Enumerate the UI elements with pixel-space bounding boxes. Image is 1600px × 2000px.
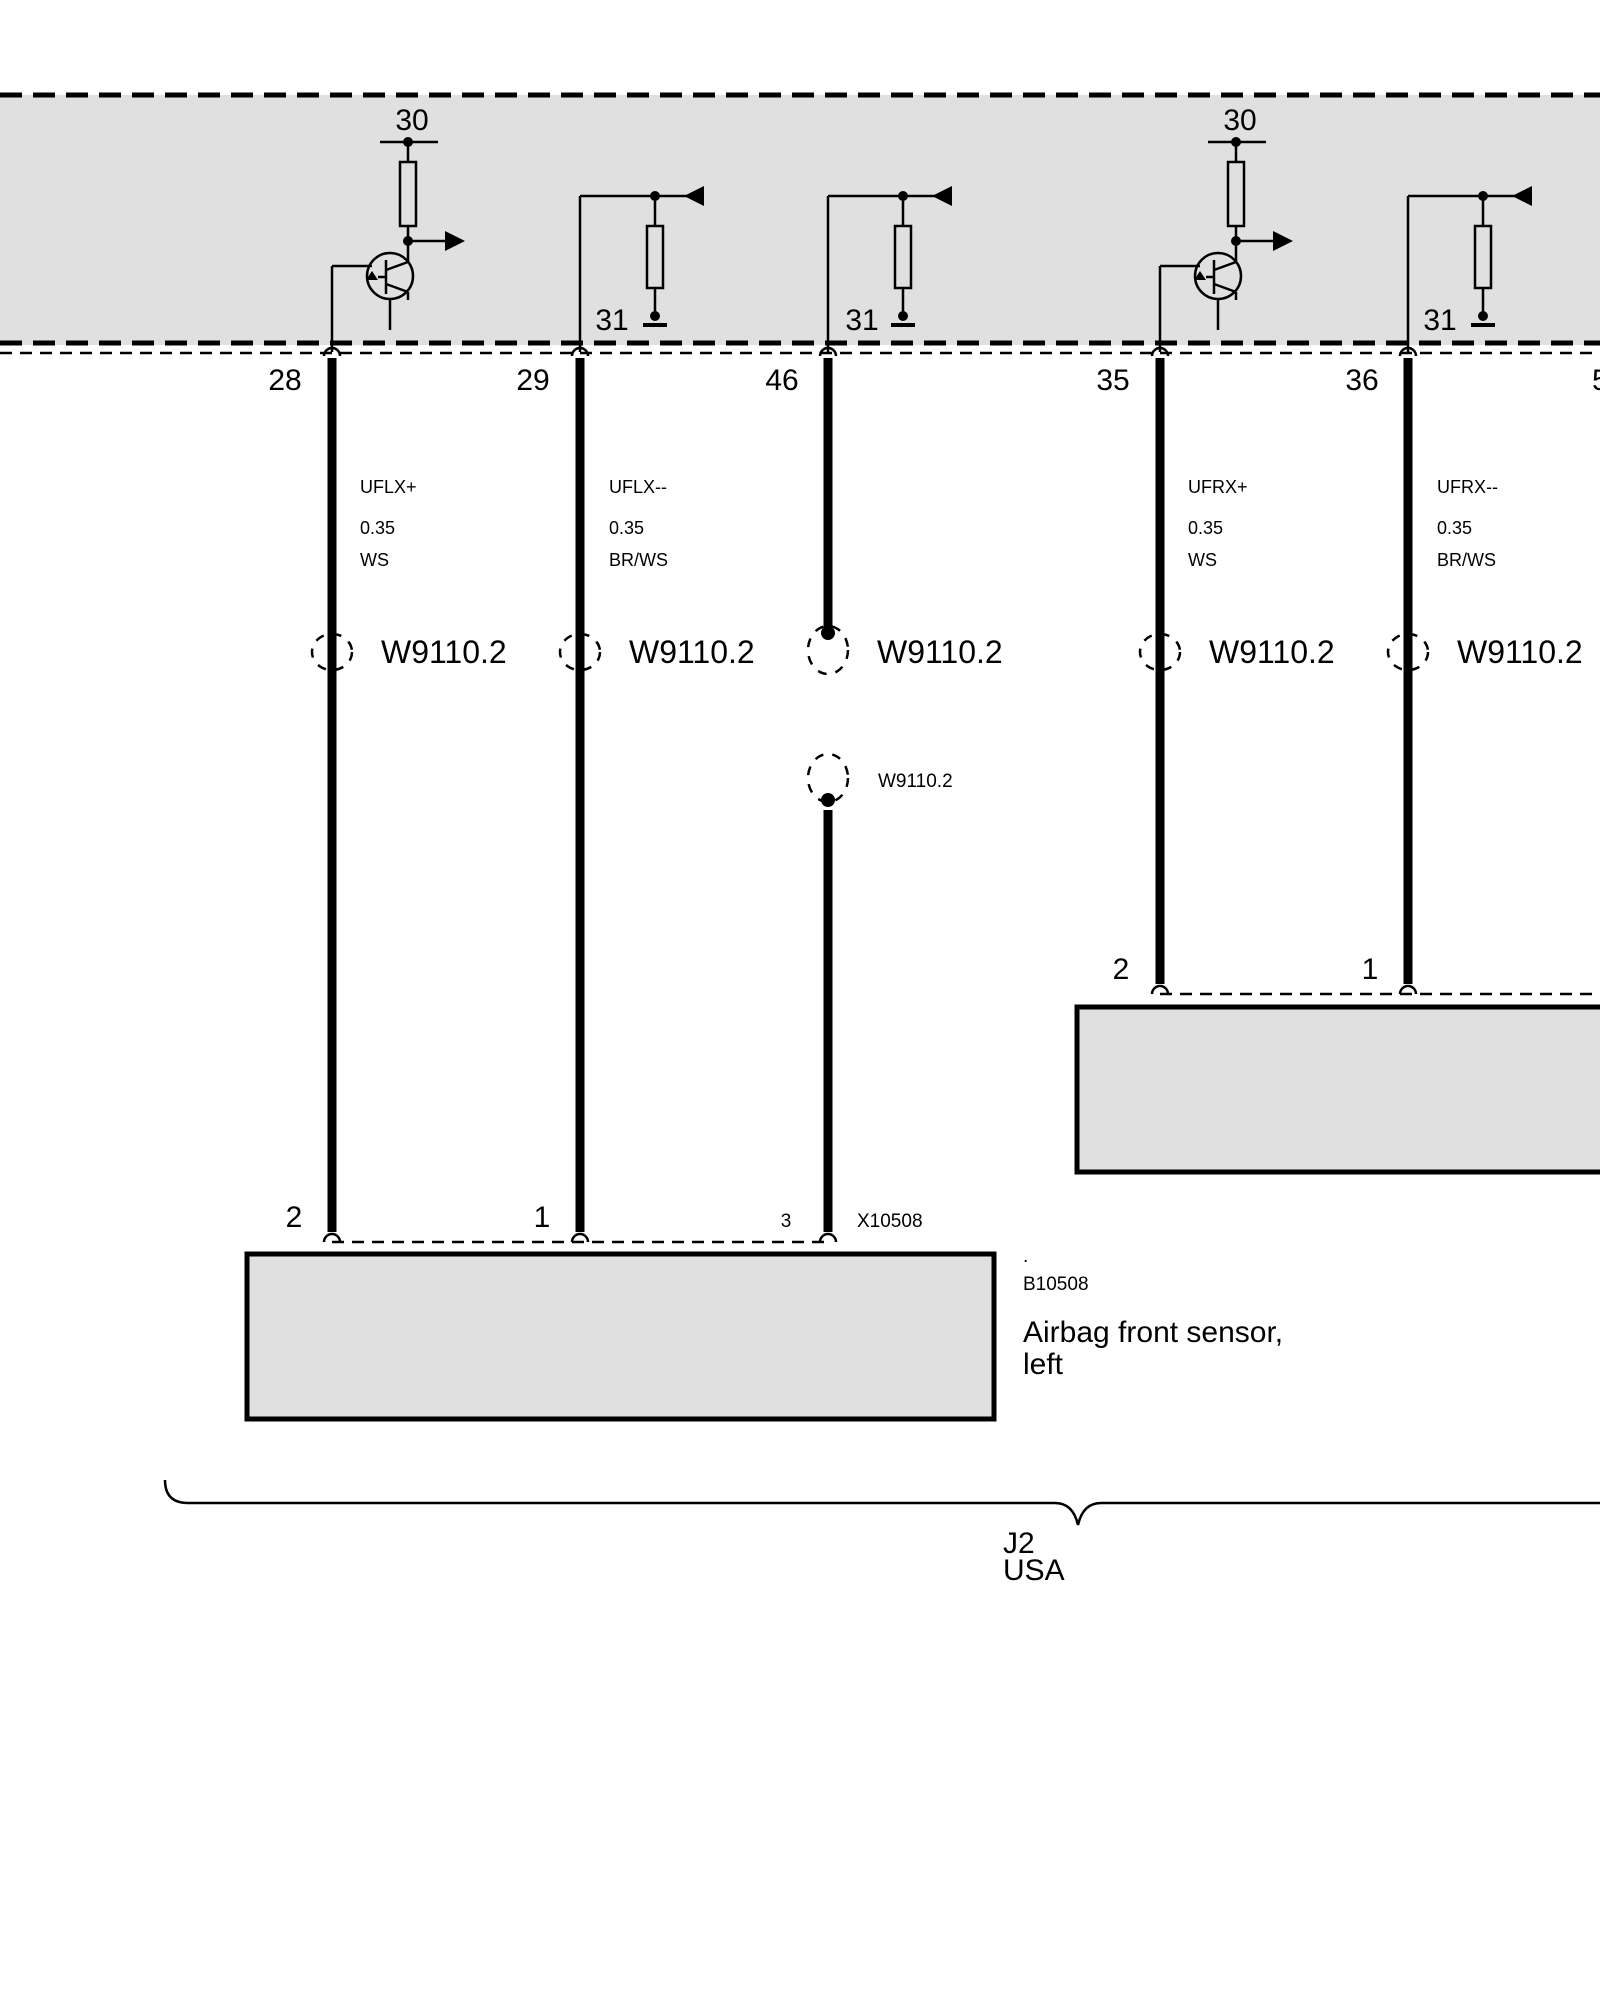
wire-ufrx-plus: UFRX+ 0.35 WS W9110.2 <box>1138 358 1335 984</box>
control-unit: 30 <box>0 92 1600 397</box>
sensor-left-pin-1: 1 <box>534 1201 551 1234</box>
wire-size-label: 0.35 <box>360 518 395 538</box>
wire-uflx-minus: UFLX-- 0.35 BR/WS W9110.2 <box>558 358 755 1232</box>
wire-color-label: WS <box>1188 550 1217 570</box>
splice-shield-icon <box>1138 632 1182 672</box>
ground-label-31-b: 31 <box>845 304 878 337</box>
output-arrow-icon <box>445 231 465 251</box>
input-arrow-icon <box>932 186 952 206</box>
pin-label-35: 35 <box>1096 364 1129 397</box>
input-arrow-icon <box>684 186 704 206</box>
sensor-left-body <box>244 1251 997 1422</box>
variant-region: USA <box>1003 1554 1065 1587</box>
pullup-circuit-36: 31 <box>1406 186 1532 352</box>
wire-color-label: WS <box>360 550 389 570</box>
variant-brace: J2 USA <box>163 1479 1600 1587</box>
wire-splice-label: W9110.2 <box>877 634 1003 670</box>
wire-size-label: 0.35 <box>1437 518 1472 538</box>
splice-shield-icon <box>558 632 602 672</box>
wire-signal-label: UFLX-- <box>609 477 667 497</box>
sensor-right-body <box>1074 1004 1600 1175</box>
component-id: B10508 <box>1023 1274 1089 1295</box>
pin-label-29: 29 <box>516 364 549 397</box>
wire-splice-label: W9110.2 <box>381 634 507 670</box>
pullup-circuit-46: 31 <box>826 186 952 352</box>
sensor-left-pin-2: 2 <box>286 1201 303 1234</box>
wire-color-label: BR/WS <box>1437 550 1496 570</box>
ground-label-31-a: 31 <box>595 304 628 337</box>
pin-label-5: 5 <box>1592 364 1600 397</box>
splice-shield-icon <box>806 624 850 676</box>
wire-splice-label: W9110.2 <box>1457 634 1583 670</box>
brace-icon <box>163 1479 1600 1526</box>
input-arrow-icon <box>1512 186 1532 206</box>
splice-point-icon <box>821 793 835 807</box>
splice-shield-lower-icon <box>806 752 850 804</box>
pin-label-36: 36 <box>1345 364 1378 397</box>
component-name-line1: Airbag front sensor, <box>1023 1316 1283 1349</box>
pin-label-46: 46 <box>765 364 798 397</box>
splice-lower-label: W9110.2 <box>878 771 953 792</box>
wire-splice-label: W9110.2 <box>629 634 755 670</box>
control-unit-body <box>0 95 1600 345</box>
wire-shield: W9110.2 W9110.2 <box>806 358 1003 1232</box>
wire-size-label: 0.35 <box>1188 518 1223 538</box>
variant-code: J2 <box>1003 1527 1035 1560</box>
splice-point-icon <box>821 626 835 640</box>
pullup-circuit-29: 31 <box>578 186 704 352</box>
supply-label-30-a: 30 <box>395 104 428 137</box>
component-dot: . <box>1023 1246 1028 1267</box>
transistor-circuit-2: 30 <box>1158 104 1293 352</box>
supply-label-30-b: 30 <box>1223 104 1256 137</box>
wire-color-label: BR/WS <box>609 550 668 570</box>
wire-signal-label: UFRX+ <box>1188 477 1248 497</box>
wire-size-label: 0.35 <box>609 518 644 538</box>
wire-ufrx-minus: UFRX-- 0.35 BR/WS W9110.2 <box>1386 358 1583 984</box>
sensor-right-pin-2: 2 <box>1113 953 1130 986</box>
pin-label-28: 28 <box>268 364 301 397</box>
sensor-right-pin-1: 1 <box>1362 953 1379 986</box>
output-arrow-icon <box>1273 231 1293 251</box>
wire-splice-label: W9110.2 <box>1209 634 1335 670</box>
component-name-line2: left <box>1023 1348 1064 1381</box>
wire-signal-label: UFRX-- <box>1437 477 1498 497</box>
sensor-right: 2 1 <box>1074 953 1600 1175</box>
splice-shield-icon <box>310 632 354 672</box>
sensor-left-pin-3: 3 <box>781 1211 792 1232</box>
splice-shield-icon <box>1386 632 1430 672</box>
wire-signal-label: UFLX+ <box>360 477 417 497</box>
sensor-left: 2 1 3 X10508 . B10508 Airbag front senso… <box>244 1201 1283 1422</box>
transistor-circuit-1: 30 <box>330 104 465 352</box>
connector-id: X10508 <box>857 1211 923 1232</box>
ground-label-31-c: 31 <box>1423 304 1456 337</box>
wire-uflx-plus: UFLX+ 0.35 WS W9110.2 <box>310 358 507 1232</box>
